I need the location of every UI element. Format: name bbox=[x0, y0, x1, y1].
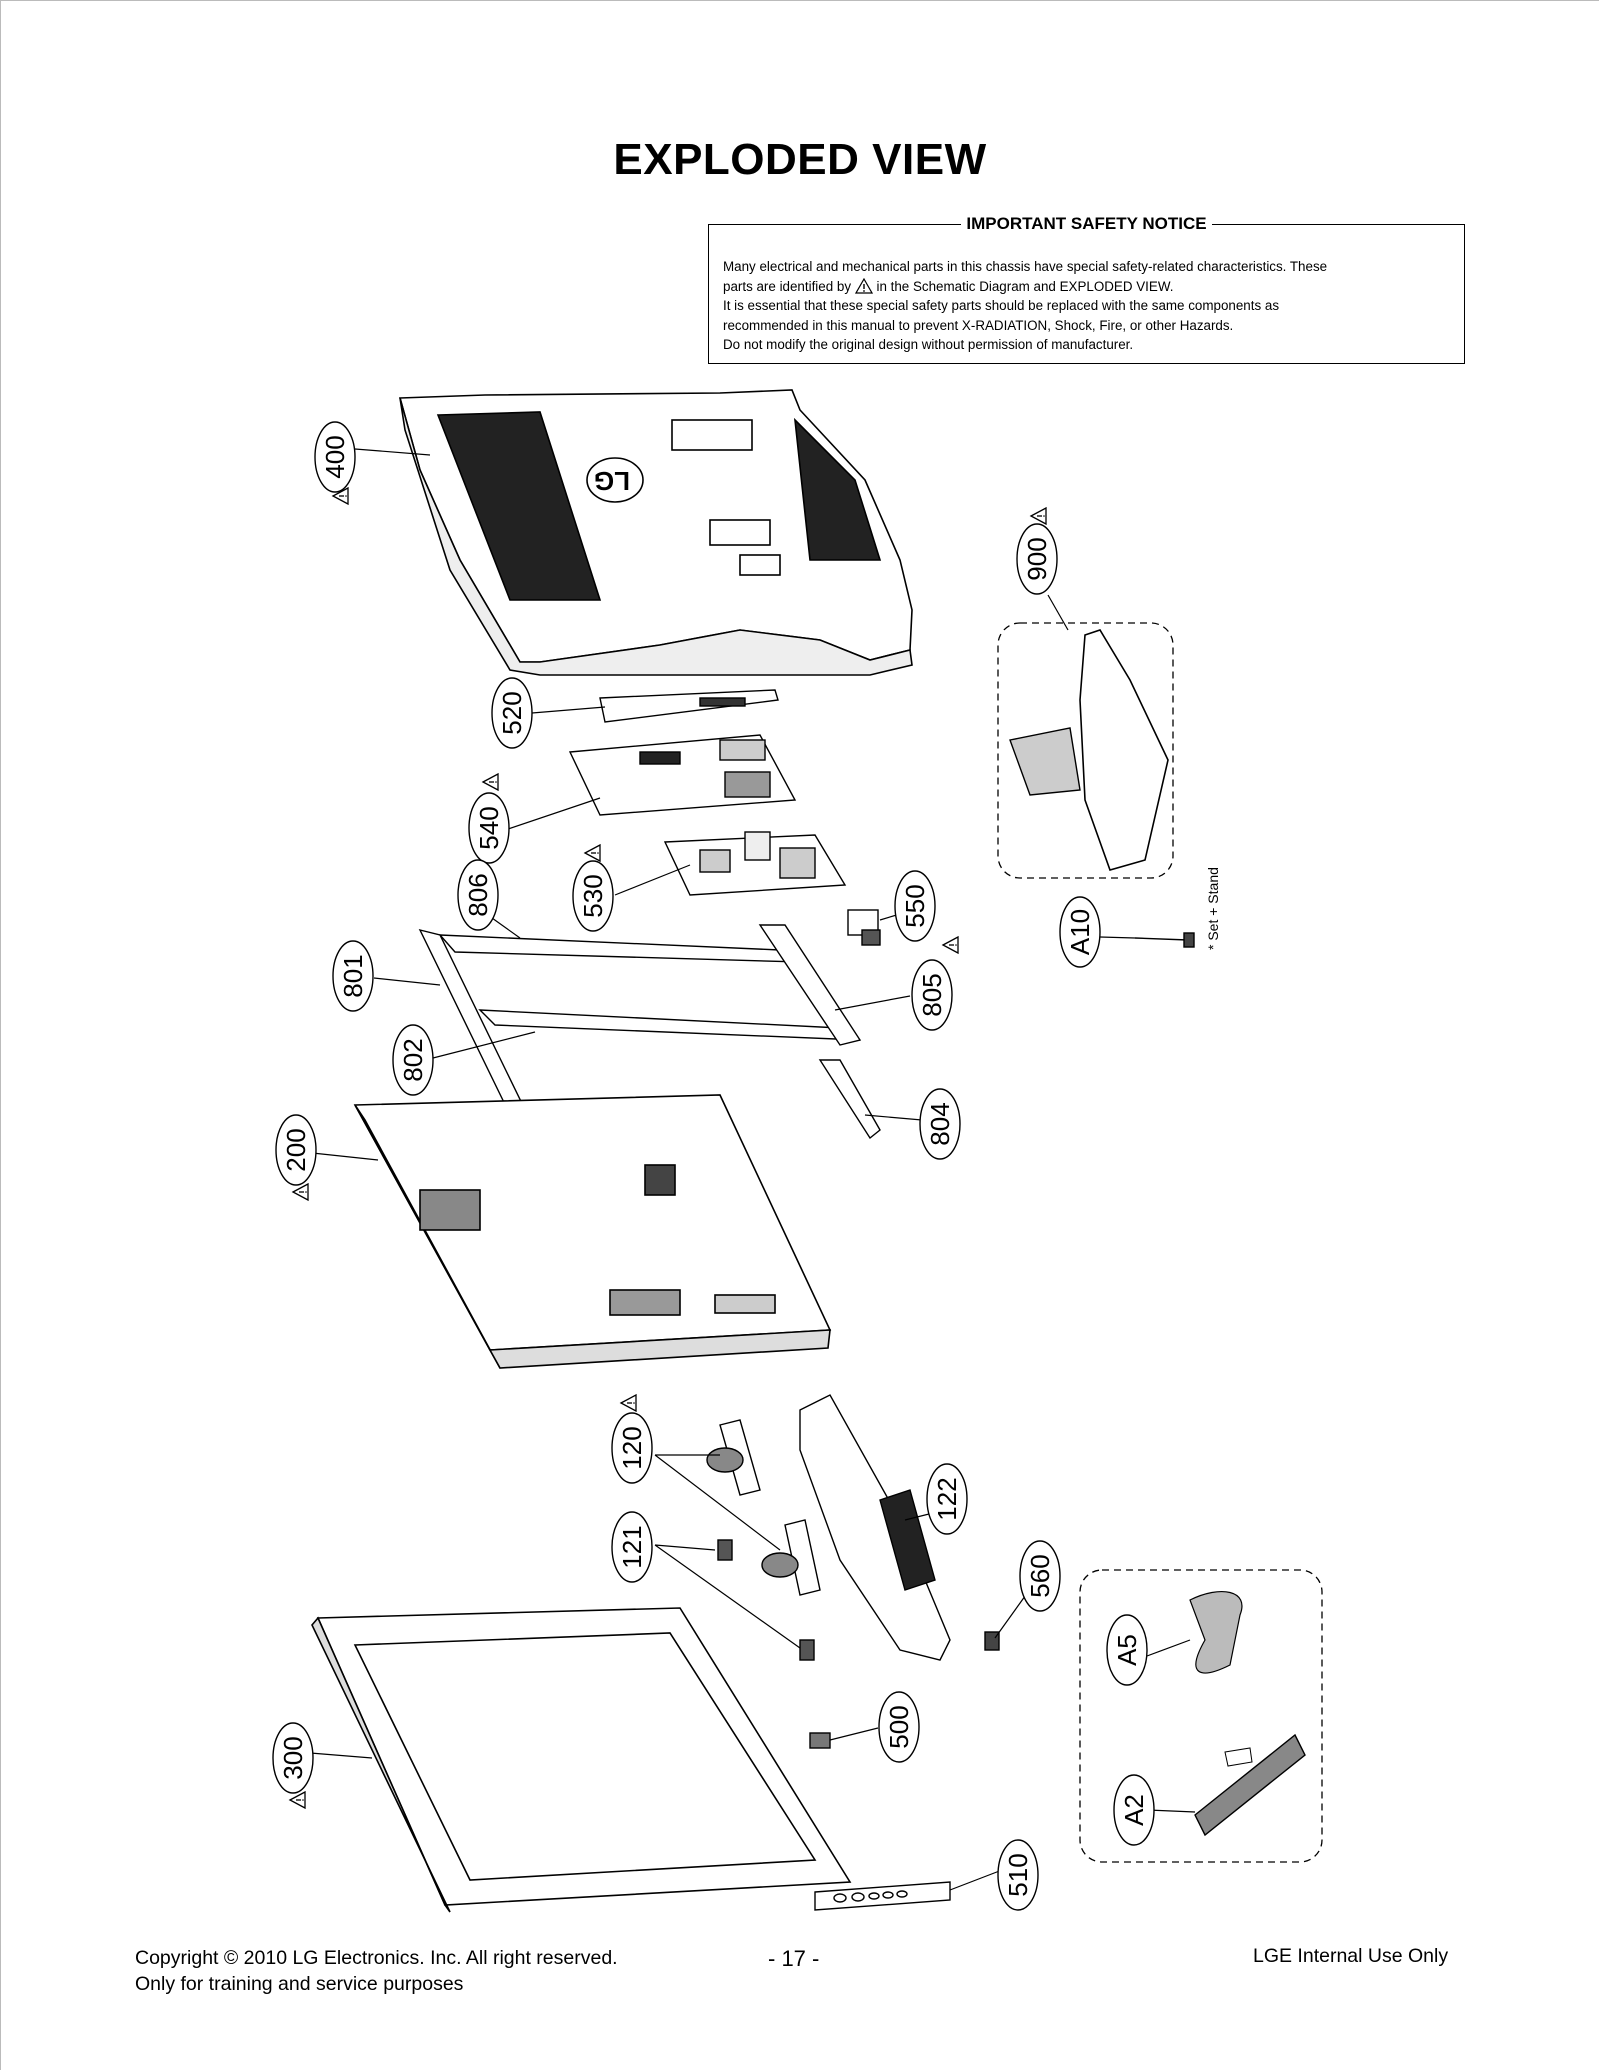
svg-text:900: 900 bbox=[1022, 537, 1052, 580]
warning-triangle-icon bbox=[854, 277, 873, 294]
safety-notice-box: IMPORTANT SAFETY NOTICE Many electrical … bbox=[708, 214, 1465, 364]
svg-text:805: 805 bbox=[917, 973, 947, 1016]
svg-text:804: 804 bbox=[925, 1102, 955, 1145]
notice-line-5: Do not modify the original design withou… bbox=[723, 337, 1134, 353]
warning-icon-300 bbox=[289, 1791, 306, 1809]
stand-part bbox=[997, 622, 1174, 879]
callout-806: 806 bbox=[457, 859, 499, 931]
page-number: - 17 - bbox=[768, 1946, 820, 1971]
svg-text:120: 120 bbox=[617, 1426, 647, 1469]
callout-804: 804 bbox=[919, 1088, 961, 1160]
callout-900: 900 bbox=[1016, 523, 1058, 595]
callout-802: 802 bbox=[392, 1024, 434, 1096]
lg-logo: LG bbox=[594, 466, 630, 496]
callout-122: 122 bbox=[926, 1463, 968, 1535]
callout-510: 510 bbox=[997, 1839, 1039, 1911]
callout-400: 400 bbox=[314, 421, 356, 493]
callout-200: 200 bbox=[275, 1114, 317, 1186]
callout-a5: A5 bbox=[1106, 1614, 1148, 1686]
notice-line-3: It is essential that these special safet… bbox=[723, 298, 1280, 314]
safety-notice-text: Many electrical and mechanical parts in … bbox=[723, 257, 1451, 355]
callout-120: 120 bbox=[611, 1412, 653, 1484]
notice-line-1: Many electrical and mechanical parts in … bbox=[723, 259, 1328, 274]
back-cover-part: LG bbox=[398, 389, 913, 676]
warning-icon-540 bbox=[482, 773, 499, 791]
power-board-part bbox=[663, 831, 847, 896]
callout-a2: A2 bbox=[1113, 1774, 1155, 1846]
callout-a10: A10 bbox=[1059, 896, 1101, 968]
accessory-parts bbox=[1079, 1569, 1323, 1863]
footer-copyright: Copyright © 2010 LG Electronics. Inc. Al… bbox=[135, 1945, 618, 1997]
svg-text:A10: A10 bbox=[1065, 909, 1095, 955]
callout-520: 520 bbox=[491, 677, 533, 749]
callout-805: 805 bbox=[911, 959, 953, 1031]
callout-121: 121 bbox=[611, 1511, 653, 1583]
screw-part bbox=[1134, 932, 1195, 948]
callout-300: 300 bbox=[272, 1722, 314, 1794]
page-title: EXPLODED VIEW bbox=[613, 135, 987, 184]
warning-icon-550 bbox=[942, 936, 959, 954]
copyright-text: Copyright © 2010 LG Electronics. Inc. Al… bbox=[135, 1947, 618, 1969]
warning-icon-900 bbox=[1030, 507, 1047, 525]
ir-board-part bbox=[809, 1732, 831, 1749]
svg-text:500: 500 bbox=[884, 1705, 914, 1748]
internal-use-label: LGE Internal Use Only bbox=[1253, 1945, 1449, 1967]
warning-icon-200 bbox=[292, 1183, 309, 1201]
svg-text:560: 560 bbox=[1025, 1554, 1055, 1597]
svg-text:200: 200 bbox=[281, 1128, 311, 1171]
callout-540: 540 bbox=[468, 792, 510, 864]
svg-text:400: 400 bbox=[320, 435, 350, 478]
svg-text:510: 510 bbox=[1003, 1853, 1033, 1896]
main-board-part bbox=[568, 734, 797, 816]
training-text: Only for training and service purposes bbox=[135, 1973, 464, 1995]
frame-brackets-part bbox=[418, 924, 881, 1140]
warning-icon-530 bbox=[584, 844, 601, 862]
svg-text:A2: A2 bbox=[1119, 1794, 1149, 1826]
svg-text:801: 801 bbox=[338, 954, 368, 997]
callout-801: 801 bbox=[332, 940, 374, 1012]
svg-text:122: 122 bbox=[932, 1477, 962, 1520]
svg-text:530: 530 bbox=[578, 874, 608, 917]
notice-line-2-end: in the Schematic Diagram and EXPLODED VI… bbox=[876, 278, 1174, 294]
notice-line-2-start: parts are identified by bbox=[723, 278, 852, 294]
svg-text:550: 550 bbox=[900, 884, 930, 927]
warning-icon-120 bbox=[620, 1394, 637, 1412]
svg-text:300: 300 bbox=[278, 1736, 308, 1779]
svg-text:806: 806 bbox=[463, 873, 493, 916]
svg-text:121: 121 bbox=[617, 1525, 647, 1568]
svg-text:540: 540 bbox=[474, 806, 504, 849]
control-button-part bbox=[814, 1881, 951, 1911]
lcd-panel-part bbox=[353, 1094, 832, 1369]
safety-notice-heading: IMPORTANT SAFETY NOTICE bbox=[961, 214, 1212, 233]
switch-part bbox=[847, 909, 881, 946]
svg-text:802: 802 bbox=[398, 1038, 428, 1081]
callout-550: 550 bbox=[894, 870, 936, 942]
svg-text:A5: A5 bbox=[1112, 1634, 1142, 1666]
callout-530: 530 bbox=[572, 860, 614, 932]
stand-note: * Set + Stand bbox=[1205, 867, 1221, 950]
callout-560: 560 bbox=[1019, 1540, 1061, 1612]
terminal-bracket-part bbox=[599, 689, 779, 723]
speaker-parts bbox=[706, 1394, 951, 1661]
front-cabinet-part bbox=[311, 1607, 852, 1913]
notice-line-4: recommended in this manual to prevent X-… bbox=[723, 317, 1234, 333]
svg-text:520: 520 bbox=[497, 691, 527, 734]
callout-500: 500 bbox=[878, 1691, 920, 1763]
